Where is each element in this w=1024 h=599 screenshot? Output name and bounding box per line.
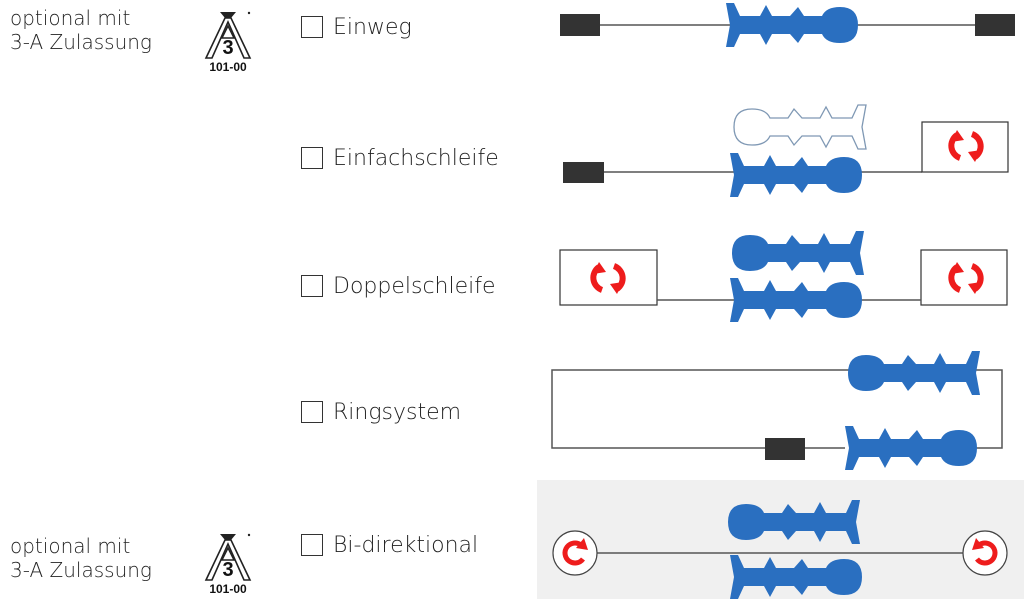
pig-icon [728,500,860,544]
option-ringsystem[interactable]: Ringsystem [301,397,461,427]
rotate-arrow-icon [552,530,598,576]
option-doppelschleife[interactable]: Doppelschleife [301,271,496,301]
approval-note-line2: 3-A Zulassung [10,30,152,54]
3a-logo-code: 101-00 [209,582,247,596]
checkbox[interactable] [301,534,323,556]
pig-icon [730,555,862,599]
checkbox[interactable] [301,16,323,38]
3a-logo-icon: 3 101-00 [204,11,252,74]
3a-logo-mark: 3 [222,37,233,59]
pig-icon [848,351,980,395]
diagram-doppelschleife [559,231,1008,322]
pig-icon [845,426,977,470]
station-block [765,438,805,460]
pig-icon [732,231,864,275]
approval-note-bottom: optional mit 3-A Zulassung [10,534,152,582]
pig-icon [730,278,862,322]
option-label: Ringsystem [333,399,462,425]
diagram-einweg [560,3,1015,47]
loop-box [921,121,1009,173]
rotate-arrow-icon [962,530,1008,576]
approval-note-top: optional mit 3-A Zulassung [10,6,152,54]
diagram-ringsystem [551,351,1003,470]
station-block [560,14,600,36]
option-label: Doppelschleife [333,273,496,299]
diagram-einfachschleife [563,104,1009,197]
checkbox[interactable] [301,275,323,297]
loop-box [920,249,1008,306]
checkbox[interactable] [301,401,323,423]
approval-note-line1: optional mit [10,534,131,558]
option-label: Einfachschleife [333,145,499,171]
station-block [563,162,604,183]
option-einweg[interactable]: Einweg [301,12,412,42]
pig-icon [730,153,862,197]
option-label: Einweg [333,14,412,40]
3a-logo-icon: 3 101-00 [204,533,252,596]
option-einfachschleife[interactable]: Einfachschleife [301,143,499,173]
option-bi-direktional[interactable]: Bi-direktional [301,530,478,560]
pig-icon [726,3,858,47]
3a-logo-code: 101-00 [209,60,247,74]
approval-note-line1: optional mit [10,6,131,30]
loop-box [559,249,658,306]
3a-logo-mark: 3 [222,559,233,581]
pig-outline-icon [733,104,867,150]
station-block [975,14,1015,36]
option-label: Bi-direktional [333,532,479,558]
approval-note-line2: 3-A Zulassung [10,558,152,582]
checkbox[interactable] [301,147,323,169]
diagram-bi-direktional [552,500,1008,599]
